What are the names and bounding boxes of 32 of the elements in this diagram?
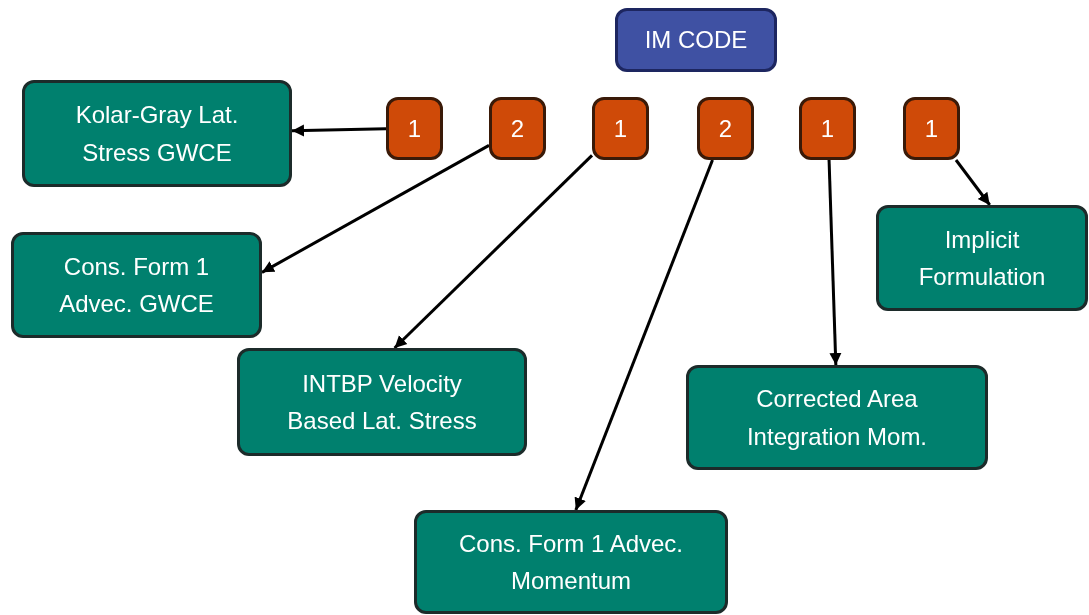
- arrow: [954, 159, 991, 206]
- arrow: [574, 159, 714, 511]
- digit-box: [386, 97, 443, 160]
- arrow: [261, 144, 490, 274]
- digit-box: [489, 97, 546, 160]
- box-label: 1: [924, 113, 939, 144]
- box-label: INTBP Velocity Based Lat. Stress: [286, 368, 478, 436]
- option-box: [876, 205, 1088, 311]
- box-label: 1: [820, 113, 835, 144]
- box-label: 1: [407, 113, 422, 144]
- code-box: [615, 8, 777, 72]
- box-label: 2: [510, 113, 525, 144]
- option-box: [22, 80, 292, 187]
- box-label: 2: [718, 113, 733, 144]
- option-box: [686, 365, 988, 470]
- arrow: [827, 159, 842, 366]
- option-box: [237, 348, 527, 456]
- option-box: [414, 510, 728, 614]
- option-box: [11, 232, 262, 338]
- arrow: [291, 124, 387, 137]
- digit-box: [799, 97, 856, 160]
- arrow: [393, 154, 594, 350]
- box-label: Kolar-Gray Lat. Stress GWCE: [74, 100, 240, 168]
- box-label: IM CODE: [644, 25, 748, 56]
- digit-box: [592, 97, 649, 160]
- box-label: Cons. Form 1 Advec. GWCE: [58, 251, 215, 319]
- box-label: Implicit Formulation: [917, 224, 1047, 292]
- digit-box: [697, 97, 754, 160]
- box-label: Corrected Area Integration Mom.: [745, 384, 929, 452]
- box-label: Cons. Form 1 Advec. Momentum: [457, 528, 685, 596]
- digit-box: [903, 97, 960, 160]
- box-label: 1: [613, 113, 628, 144]
